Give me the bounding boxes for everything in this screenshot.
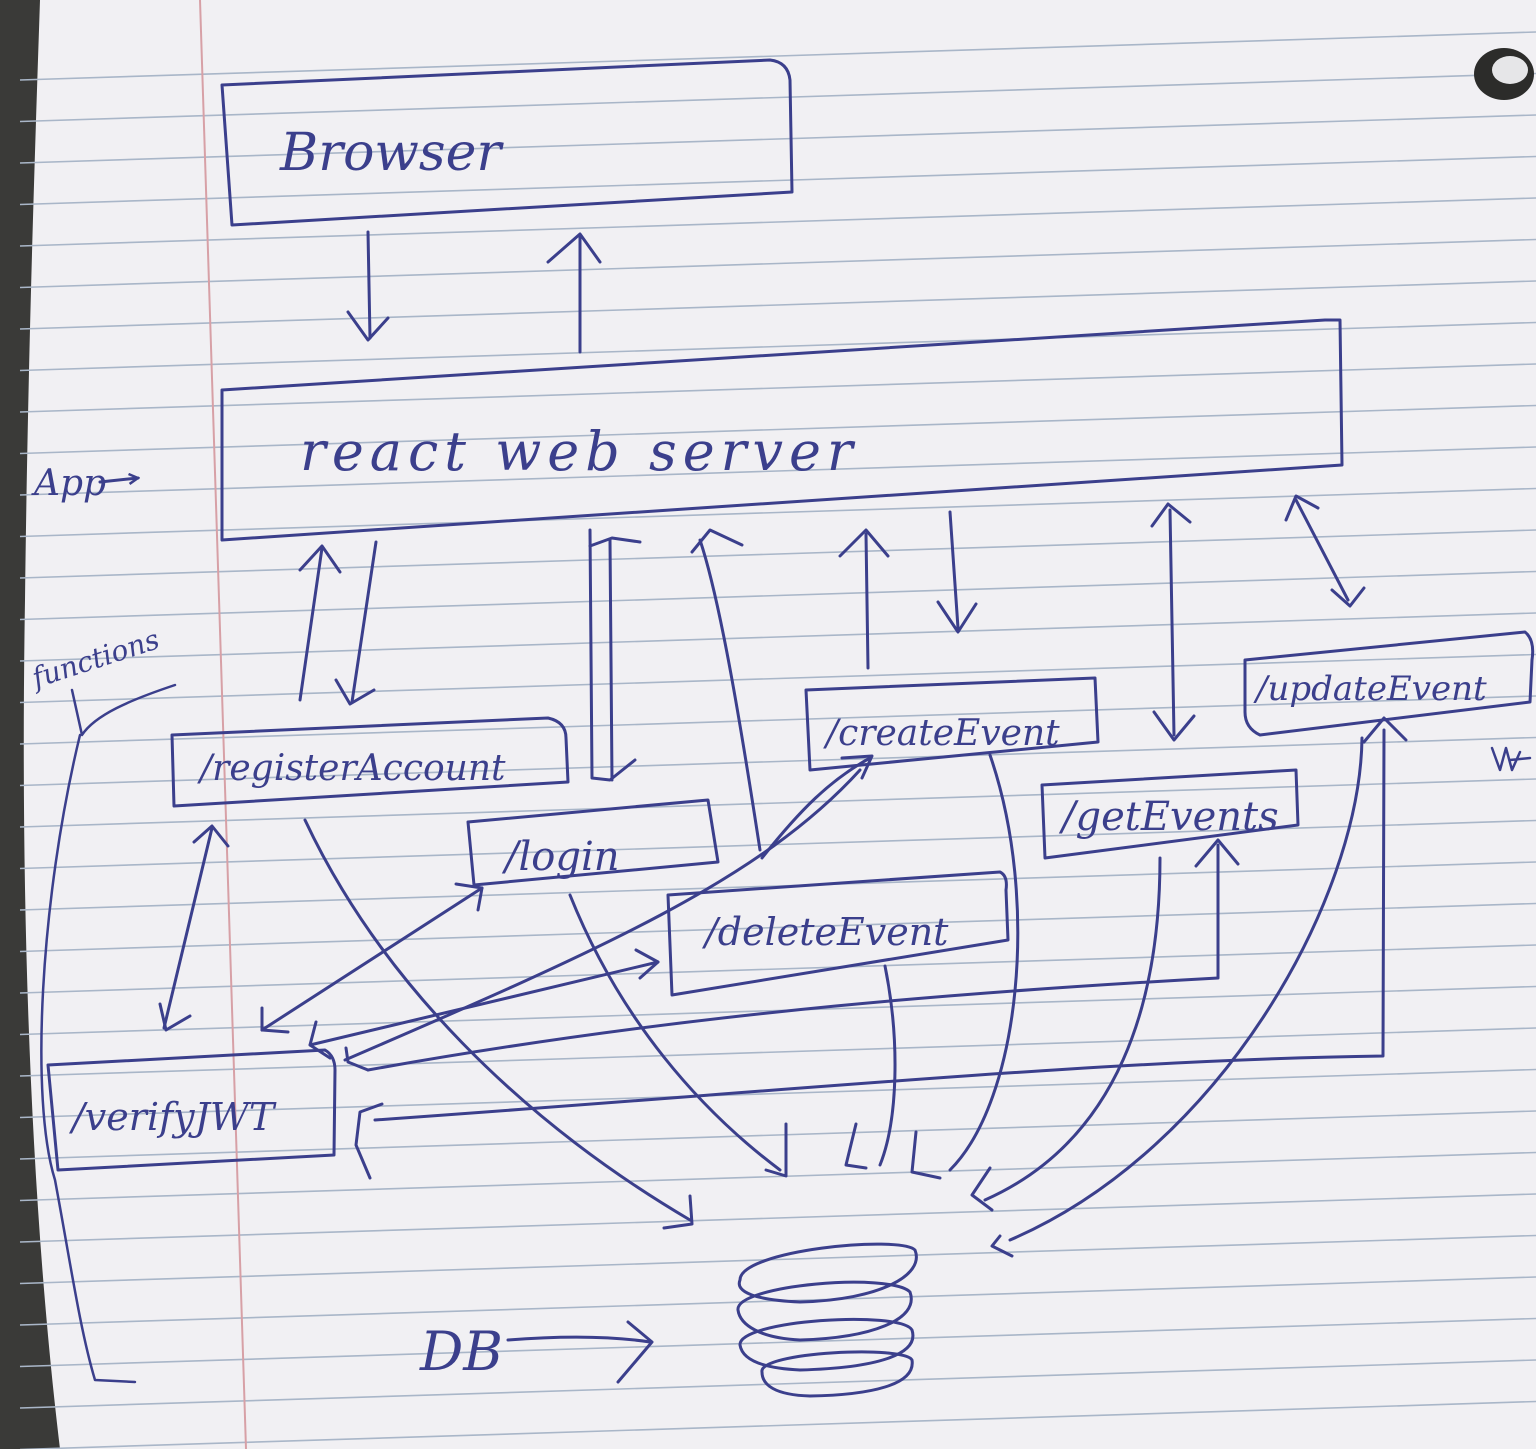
function-delete: /deleteEvent	[666, 870, 1010, 997]
server-function-arrows	[298, 494, 1366, 852]
ruled-line	[19, 570, 1536, 621]
function-delete-label: /deleteEvent	[701, 910, 949, 954]
ruled-line	[19, 238, 1536, 289]
ruled-line	[19, 1359, 1536, 1409]
paper-sheet	[23, 0, 1536, 1449]
db-icon	[736, 1242, 918, 1398]
punch-hole-reflection	[1492, 56, 1528, 84]
db-arrows	[303, 736, 1364, 1258]
ruled-line	[19, 280, 1536, 330]
server-label: react web server	[300, 420, 859, 483]
browser-label: Browser	[279, 123, 504, 183]
functions-bracket	[40, 733, 137, 1384]
ruled-line	[19, 1234, 1536, 1285]
function-get-label: /getEvents	[1058, 794, 1279, 840]
ruled-line	[19, 1400, 1536, 1449]
ruled-line	[19, 363, 1536, 413]
ruled-line	[19, 902, 1536, 953]
ruled-line	[19, 653, 1536, 704]
function-login-label: /login	[501, 834, 620, 880]
ruled-line	[19, 114, 1536, 164]
ruled-line	[19, 31, 1536, 81]
ruled-line	[19, 321, 1536, 372]
margin-line	[199, 0, 247, 1449]
function-verify-label: /verifyJWT	[68, 1095, 277, 1139]
ruled-line	[19, 155, 1536, 206]
browser-box	[220, 58, 794, 227]
db-label: DB	[419, 1320, 503, 1383]
ruled-line	[19, 1193, 1536, 1243]
browser-server-arrows	[346, 230, 602, 354]
ruled-line	[19, 612, 1536, 662]
ruled-line	[19, 197, 1536, 247]
function-get: /getEvents	[1040, 768, 1300, 860]
ruled-line	[19, 736, 1536, 787]
function-register: /registerAccount	[170, 716, 570, 808]
app-arrow	[98, 478, 138, 482]
functions-bracket-top	[70, 683, 177, 737]
ruled-line	[19, 1317, 1536, 1368]
function-update-label: /updateEvent	[1253, 669, 1487, 709]
function-update: /updateEvent	[1243, 630, 1535, 737]
function-create: /createEvent	[804, 676, 1100, 772]
ruled-line	[19, 695, 1536, 745]
ruled-line	[19, 72, 1536, 123]
ruled-line	[19, 778, 1536, 828]
server-box	[220, 318, 1344, 542]
ruled-line	[19, 1068, 1536, 1119]
ruled-line	[19, 1151, 1536, 1202]
function-create-label: /createEvent	[823, 713, 1060, 754]
ruled-line	[19, 944, 1536, 994]
db-arrow-head	[616, 1320, 654, 1384]
function-verify: /verifyJWT	[46, 1048, 337, 1172]
scribble-mark	[1490, 746, 1532, 772]
db-arrow	[506, 1335, 652, 1344]
ruled-lines	[19, 31, 1536, 1449]
function-register-label: /registerAccount	[197, 748, 506, 789]
app-label: App	[31, 463, 106, 504]
ruled-line	[19, 404, 1536, 455]
verify-arrows	[158, 716, 1408, 1180]
ruled-line	[19, 487, 1536, 538]
ruled-line	[19, 1110, 1536, 1160]
ruled-line	[19, 529, 1536, 579]
ruled-line	[19, 446, 1536, 496]
ruled-line	[19, 1027, 1536, 1077]
function-login: /login	[466, 798, 720, 887]
